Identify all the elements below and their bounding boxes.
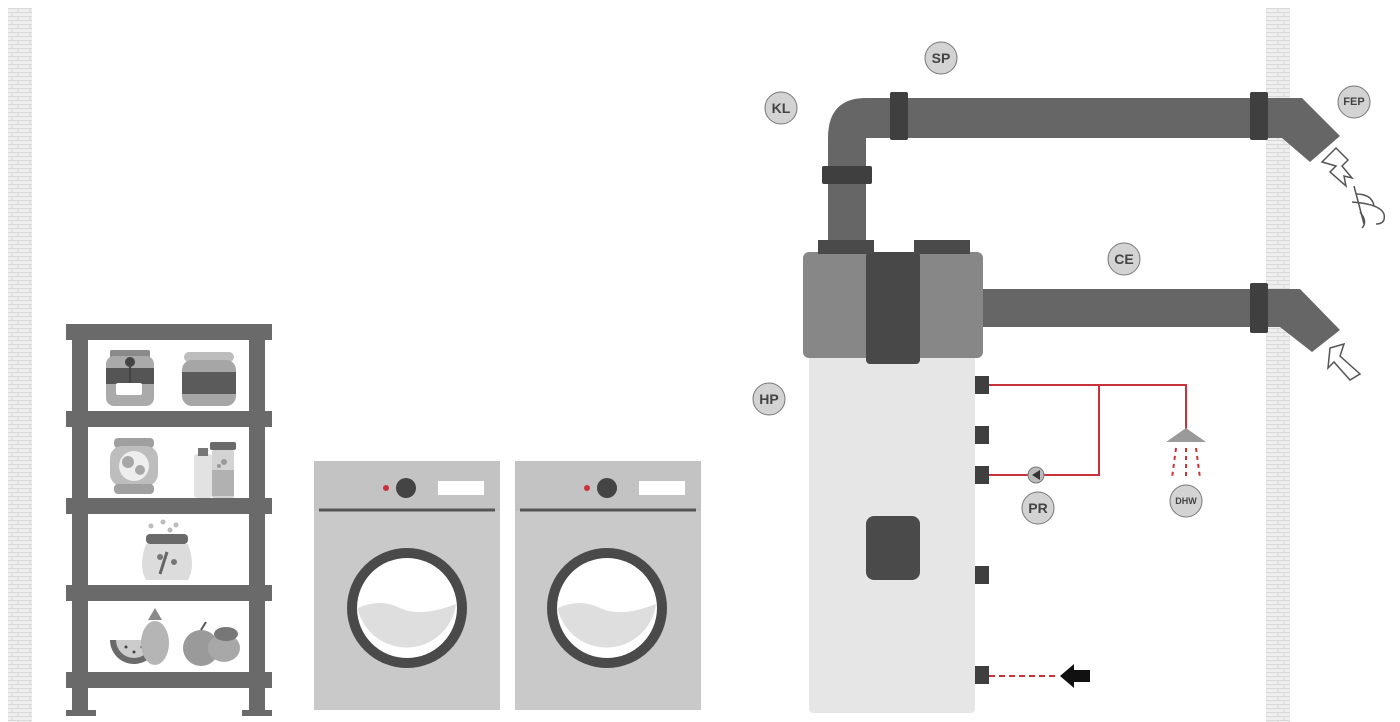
washing-machine-2 <box>515 461 701 710</box>
airflow-out-icon <box>1320 146 1386 229</box>
label-fep: FEP <box>1337 85 1371 119</box>
intake-duct <box>980 283 1340 352</box>
jar-icon <box>106 350 154 406</box>
exhaust-duct <box>822 92 1340 248</box>
heat-pump-unit <box>803 240 989 713</box>
bottles-icon <box>194 442 236 498</box>
fruits-icon <box>110 608 240 666</box>
shower-icon <box>1166 428 1206 479</box>
label-kl-text: KL <box>772 100 791 116</box>
washing-machine-1 <box>314 461 500 710</box>
hot-water-piping <box>989 384 1187 476</box>
label-sp: SP <box>924 41 958 75</box>
flour-bag-icon <box>142 519 192 580</box>
label-fep-text: FEP <box>1343 96 1364 108</box>
airflow-in-icon <box>1327 342 1362 381</box>
jar-icon <box>182 352 236 406</box>
label-kl: KL <box>764 91 798 125</box>
label-ce: CE <box>1107 242 1141 276</box>
storage-shelf <box>66 324 272 716</box>
label-ce-text: CE <box>1114 251 1133 267</box>
label-hp: HP <box>752 382 786 416</box>
pump-icon <box>1027 466 1045 484</box>
inlet-arrow-icon <box>1060 664 1090 688</box>
label-dhw: DHW <box>1169 484 1203 518</box>
label-dhw-text: DHW <box>1175 496 1197 506</box>
left-wall <box>8 8 32 722</box>
label-hp-text: HP <box>759 391 778 407</box>
cold-inlet <box>989 664 1090 688</box>
label-pr: PR <box>1021 491 1055 525</box>
label-pr-text: PR <box>1028 500 1047 516</box>
label-sp-text: SP <box>932 50 951 66</box>
can-icon <box>110 438 158 494</box>
